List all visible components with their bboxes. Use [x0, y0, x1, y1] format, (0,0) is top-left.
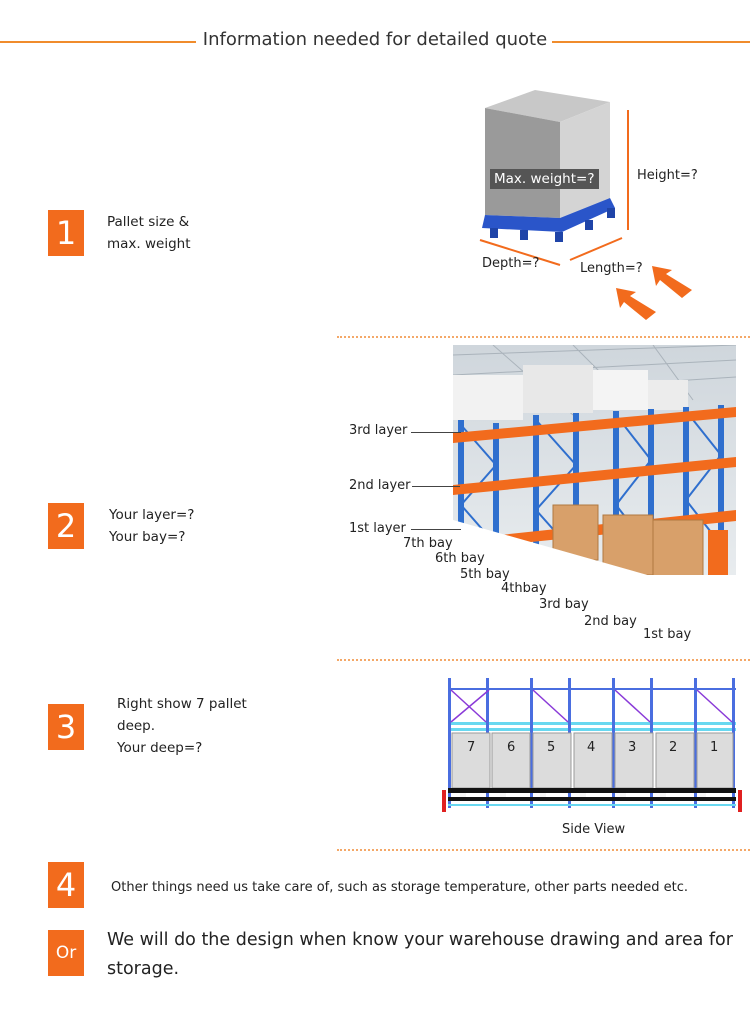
layer-label-1: 1st layer: [349, 521, 406, 536]
bay-label-5: 5th bay: [460, 567, 510, 582]
or-badge: Or: [48, 930, 84, 976]
rack-photo-mask: [453, 520, 736, 630]
step-1-badge: 1: [48, 210, 84, 256]
position-label-2: 2: [669, 740, 678, 755]
bay-label-2: 2nd bay: [584, 614, 637, 629]
bay-label-4: 4thbay: [501, 581, 547, 596]
layer-line-3: [411, 432, 461, 433]
title-rule-right: [552, 41, 750, 43]
bay-label-3: 3rd bay: [539, 597, 589, 612]
pallet-length-label: Length=?: [580, 261, 643, 276]
bay-label-1: 1st bay: [643, 627, 692, 642]
pallet-depth-label: Depth=?: [482, 256, 540, 271]
pallet-box-illustration: [479, 90, 692, 320]
step-3-badge: 3: [48, 704, 84, 750]
position-label-7: 7: [467, 740, 476, 755]
step-3-text: Right show 7 pallet deep. Your deep=?: [117, 696, 247, 756]
bay-label-7: 7th bay: [403, 536, 453, 551]
step-2-text: Your layer=? Your bay=?: [109, 507, 195, 545]
step-2-badge: 2: [48, 503, 84, 549]
divider-1: [337, 336, 750, 338]
position-label-4: 4: [587, 740, 596, 755]
layer-line-1: [411, 529, 461, 530]
layer-label-3: 3rd layer: [349, 423, 408, 438]
bay-label-6: 6th bay: [435, 551, 485, 566]
step-4-badge: 4: [48, 862, 84, 908]
position-label-1: 1: [710, 740, 719, 755]
position-label-3: 3: [628, 740, 637, 755]
layer-line-2: [412, 486, 460, 487]
title-rule-left: [0, 41, 196, 43]
step-1-text: Pallet size & max. weight: [107, 214, 191, 252]
or-text: We will do the design when know your war…: [107, 930, 733, 979]
layer-label-2: 2nd layer: [349, 478, 411, 493]
side-view-diagram: [442, 678, 742, 812]
divider-2: [337, 659, 750, 661]
pallet-height-label: Height=?: [637, 168, 698, 183]
position-label-5: 5: [547, 740, 556, 755]
divider-3: [337, 849, 750, 851]
page-title: Information needed for detailed quote: [200, 29, 550, 50]
side-view-caption: Side View: [562, 822, 626, 837]
position-label-6: 6: [507, 740, 516, 755]
pallet-weight-label: Max. weight=?: [490, 169, 599, 189]
step-4-text: Other things need us take care of, such …: [111, 880, 688, 895]
